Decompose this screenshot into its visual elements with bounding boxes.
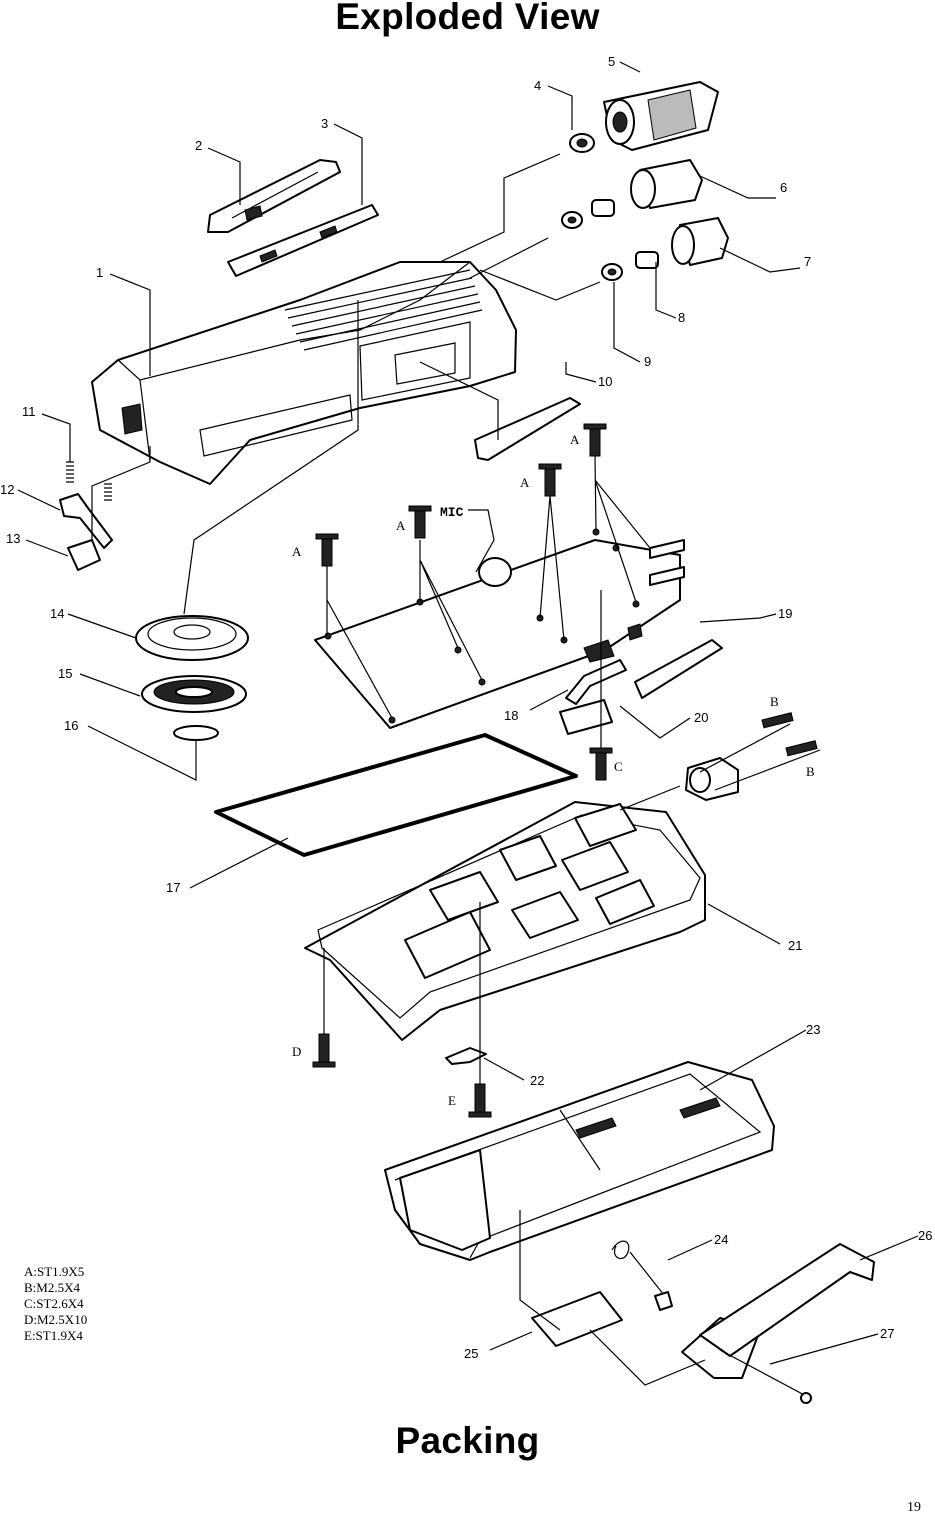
callout-24: 24 — [714, 1232, 728, 1247]
front-housing-part — [91, 261, 517, 485]
callout-6: 6 — [780, 180, 787, 195]
callout-13: 13 — [6, 531, 20, 546]
section-title-packing: Packing — [395, 1420, 540, 1461]
callout-11: 11 — [22, 404, 36, 419]
callout-16: 16 — [64, 718, 78, 733]
speaker-part-14 — [135, 615, 249, 661]
legend-item: E:ST1.9X4 — [24, 1328, 83, 1343]
callout-26: 26 — [918, 1228, 932, 1243]
speaker-grille-part-15 — [141, 675, 247, 713]
battery-part-23 — [384, 1061, 775, 1261]
callout-9: 9 — [644, 354, 651, 369]
callout-2: 2 — [195, 138, 202, 153]
callout-15: 15 — [58, 666, 72, 681]
knob-part-6 — [630, 159, 703, 209]
screw-letters: A A A A B B C D E MIC — [292, 432, 815, 1108]
screw-letter-e: E — [448, 1093, 456, 1108]
pcb-board — [314, 528, 685, 729]
callout-21: 21 — [788, 938, 802, 953]
callout-17: 17 — [166, 880, 180, 895]
legend-item: B:M2.5X4 — [24, 1280, 80, 1295]
callout-12: 12 — [0, 482, 14, 497]
screw-letter-a-3: A — [520, 475, 530, 490]
page-number: 19 — [907, 1500, 921, 1515]
callout-23: 23 — [806, 1022, 820, 1037]
callout-19: 19 — [778, 606, 792, 621]
antenna-part — [603, 81, 719, 151]
screw-letter-a-4: A — [570, 432, 580, 447]
screw-letter-b-2: B — [806, 764, 815, 779]
washer-part-4 — [569, 133, 595, 153]
legend-item: D:M2.5X10 — [24, 1312, 88, 1327]
ptt-and-switch-parts — [559, 623, 723, 735]
screw-letter-a-2: A — [396, 518, 406, 533]
side-key-part-10 — [474, 397, 581, 461]
screws-d-e-and-latch-22 — [312, 902, 492, 1118]
screw-letter-c: C — [614, 759, 623, 774]
callout-25: 25 — [464, 1346, 478, 1361]
callout-1: 1 — [96, 265, 103, 280]
callout-20: 20 — [694, 710, 708, 725]
leader-lines — [17, 61, 919, 1365]
screw-legend: A:ST1.9X5 B:M2.5X4 C:ST2.6X4 D:M2.5X10 E… — [24, 1264, 87, 1344]
callout-8: 8 — [678, 310, 685, 325]
screws-a — [315, 423, 651, 719]
connector-and-screws-b — [685, 712, 821, 801]
callout-22: 22 — [530, 1073, 544, 1088]
callout-5: 5 — [608, 54, 615, 69]
gasket-part-17 — [214, 733, 578, 857]
screw-letter-d: D — [292, 1044, 301, 1059]
screw-letter-a-1: A — [292, 544, 302, 559]
callout-27: 27 — [880, 1326, 894, 1341]
page-title: Exploded View — [335, 0, 600, 37]
top-plate-part — [227, 204, 379, 277]
callout-4: 4 — [534, 78, 541, 93]
callout-10: 10 — [598, 374, 612, 389]
callout-numbers: 1 2 3 4 5 6 7 8 9 10 11 12 13 14 15 16 1… — [0, 54, 932, 1361]
callout-3: 3 — [321, 116, 328, 131]
belt-clip-parts — [519, 1210, 875, 1404]
top-clip-part — [207, 159, 341, 233]
foam-disc-part-16 — [173, 725, 219, 741]
small-washers — [561, 199, 659, 281]
legend-item: C:ST2.6X4 — [24, 1296, 84, 1311]
callout-7: 7 — [804, 254, 811, 269]
callout-18: 18 — [504, 708, 518, 723]
chassis-part-21 — [304, 801, 706, 1041]
legend-item: A:ST1.9X5 — [24, 1264, 85, 1279]
knob-part-7 — [671, 217, 729, 266]
callout-14: 14 — [50, 606, 64, 621]
screw-c — [589, 590, 613, 781]
screw-letter-b-1: B — [770, 694, 779, 709]
mic-label: MIC — [440, 505, 464, 520]
spring-contact-parts — [59, 461, 113, 571]
